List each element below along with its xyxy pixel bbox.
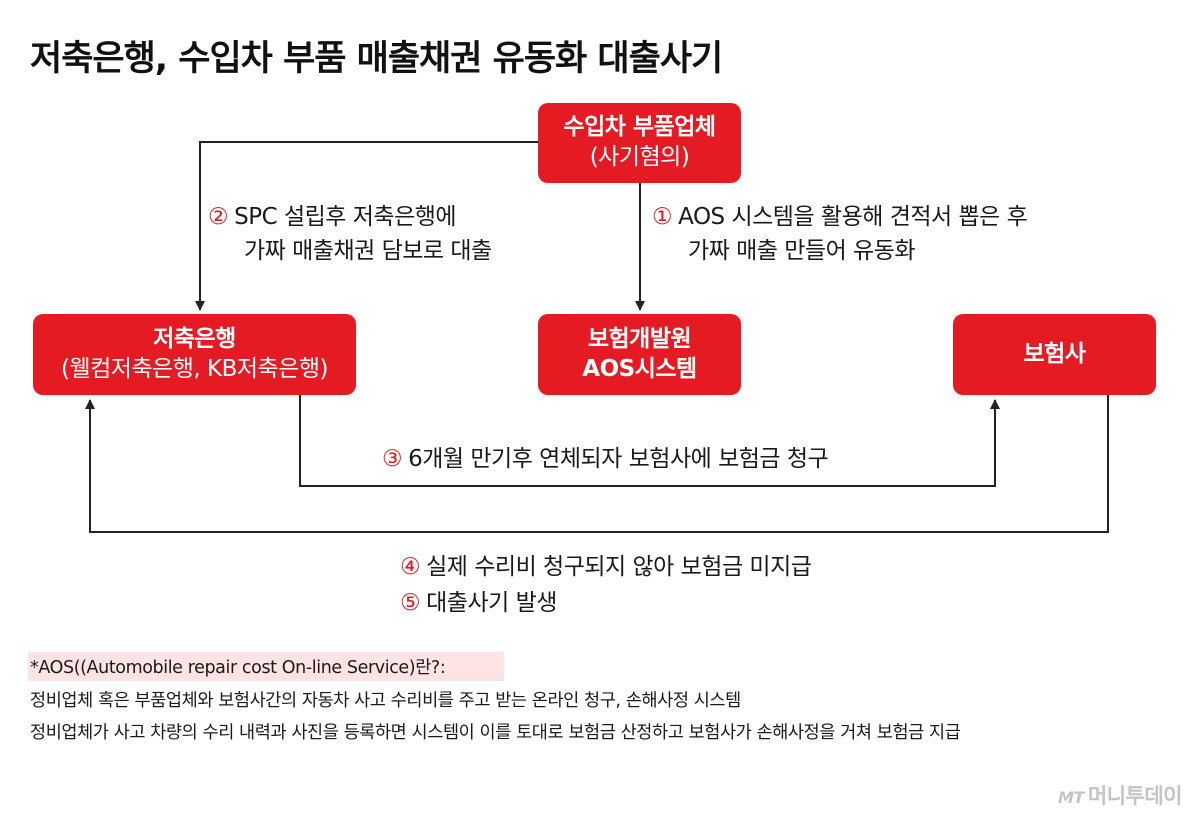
arrow-step-3 (299, 395, 1000, 487)
step-3-text: 6개월 만기후 연체되자 보험사에 보험금 청구 (408, 446, 829, 472)
node-savings-bank: 저축은행 (웰컴저축은행, KB저축은행) (33, 314, 356, 395)
step-2-text-2: 가짜 매출채권 담보로 대출 (244, 238, 492, 264)
note-heading: *AOS((Automobile repair cost On-line Ser… (30, 658, 446, 678)
step-2-number: ② (208, 204, 229, 230)
node-insurer: 보험사 (953, 314, 1156, 395)
arrow-step-2 (195, 141, 538, 311)
page-title: 저축은행, 수입차 부품 매출채권 유동화 대출사기 (30, 39, 723, 79)
step-2-text-1: SPC 설립후 저축은행에 (234, 204, 457, 230)
node-parts-company-name: 수입차 부품업체 (563, 114, 716, 141)
step-4-number: ④ (400, 554, 421, 580)
note-highlight (28, 652, 504, 681)
step-1-text-1: AOS 시스템을 활용해 견적서 뽑은 후 (678, 204, 1028, 230)
node-parts-company-note: (사기혐의) (589, 144, 690, 170)
node-savings-bank-name: 저축은행 (153, 325, 236, 352)
note-line-2: 정비업체가 사고 차량의 수리 내력과 사진을 등록하면 시스템이 이를 토대로… (30, 723, 961, 743)
step-3-number: ③ (382, 446, 403, 472)
node-savings-bank-note: (웰컴저축은행, KB저축은행) (60, 355, 329, 382)
logo-mark: MT (1058, 788, 1084, 807)
step-4-text: 실제 수리비 청구되지 않아 보험금 미지급 (426, 554, 812, 580)
node-insurance-dev-system: AOS시스템 (582, 355, 697, 382)
node-insurer-name: 보험사 (1023, 340, 1086, 367)
arrow-step-4 (85, 395, 1109, 533)
node-parts-company: 수입차 부품업체 (사기혐의) (538, 103, 741, 183)
logo-text: 머니투데이 (1087, 784, 1183, 808)
step-5-text: 대출사기 발생 (426, 590, 557, 616)
step-5-number: ⑤ (400, 590, 421, 616)
step-1-text-2: 가짜 매출 만들어 유동화 (688, 238, 916, 264)
node-insurance-dev-name: 보험개발원 (587, 325, 692, 352)
note-line-1: 정비업체 혹은 부품업체와 보험사간의 자동차 사고 수리비를 주고 받는 온라… (30, 691, 741, 711)
step-1-number: ① (652, 204, 673, 230)
node-insurance-dev: 보험개발원 AOS시스템 (538, 314, 741, 395)
